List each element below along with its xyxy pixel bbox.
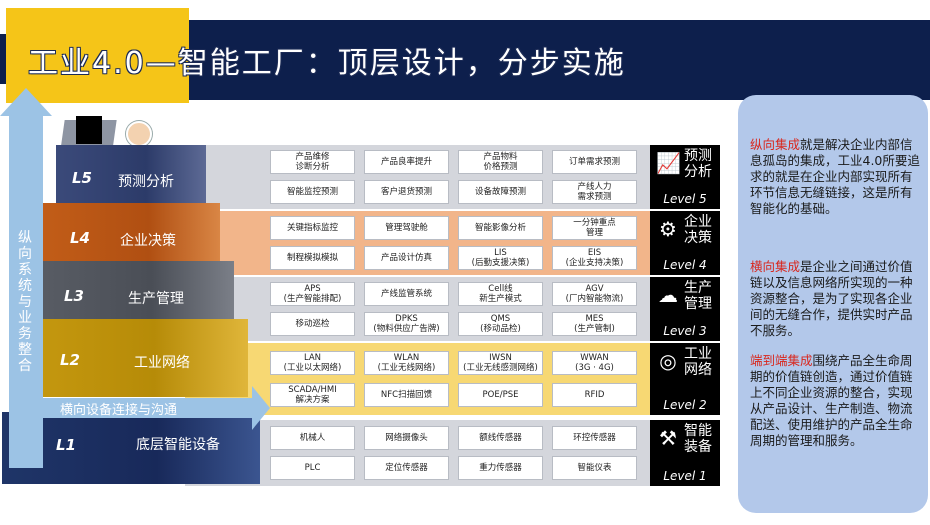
level-side-label-1: ⚒ 智能装备 Level 1 — [650, 420, 720, 486]
capability-box: 产线监管系统 — [364, 282, 449, 307]
title-yellow-block — [6, 8, 189, 103]
capability-box: 制程模拟模拟 — [270, 245, 355, 270]
capability-box: LAN (工业以太网络) — [270, 351, 355, 375]
side-level: Level 3 — [663, 324, 707, 338]
pyramid-step-l4: L4 企业决策 — [42, 203, 220, 261]
tower-screen-icon — [76, 116, 102, 144]
side-level: Level 5 — [663, 192, 707, 206]
capability-box: EIS (企业支持决策) — [552, 245, 637, 270]
capability-box: NFC扫描回馈 — [364, 383, 449, 407]
vertical-arrow-label: 纵向系统与业务整合 — [18, 230, 32, 374]
highlight-term: 横向集成 — [750, 259, 801, 274]
pyramid-level-name: 生产管理 — [128, 291, 184, 307]
capability-box: WWAN (3G · 4G) — [552, 351, 637, 375]
capability-box: 产品维修 诊断分析 — [270, 150, 355, 175]
pyramid-step-l1: L1 底层智能设备 — [2, 412, 260, 484]
capability-box: 产品物料 价格预测 — [458, 150, 543, 175]
capability-box: 智能监控预测 — [270, 179, 355, 204]
capability-box: 产品设计仿真 — [364, 245, 449, 270]
capability-box: WLAN (工业无线网络) — [364, 351, 449, 375]
capability-box: APS (生产智能排配) — [270, 282, 355, 307]
vertical-arrow-head — [0, 88, 52, 116]
capability-box: AGV (厂内智能物流) — [552, 282, 637, 307]
pyramid-step-l3: L3 生产管理 — [28, 261, 234, 319]
side-level: Level 2 — [663, 398, 707, 412]
head-gear-icon: ⚙ — [659, 217, 677, 241]
capability-box: 客户退货预测 — [364, 179, 449, 204]
panel-paragraph-vertical: 纵向集成就是解决企业内部信息孤岛的集成，工业4.0所要追求的就是在企业内部实现所… — [750, 137, 920, 217]
pyramid-level-label: L2 — [60, 351, 80, 369]
level-side-label-4: ⚙ 企业决策 Level 4 — [650, 211, 720, 275]
panel-paragraph-horizontal: 横向集成是企业之间通过价值链以及信息网络所实现的一种资源整合，是为了实现各企业间… — [750, 259, 920, 339]
capability-box: 移动巡检 — [270, 311, 355, 336]
level-side-label-2: ◎ 工业网络 Level 2 — [650, 343, 720, 415]
capability-box: 关键指标监控 — [270, 216, 355, 241]
pyramid-step-l2: L2 工业网络 — [14, 319, 248, 397]
pyramid-level-name: 企业决策 — [120, 233, 176, 249]
robot-arm-icon: ⚒ — [659, 426, 677, 450]
capability-box: POE/PSE — [458, 383, 543, 407]
capability-box: PLC — [270, 456, 355, 480]
side-title: 工业网络 — [684, 346, 712, 378]
horizontal-arrow — [9, 398, 254, 418]
horizontal-arrow-label: 横向设备连接与沟通 — [60, 403, 178, 418]
capability-box: 管理驾驶舱 — [364, 216, 449, 241]
pyramid-level-label: L4 — [70, 229, 90, 247]
pyramid-level-name: 预测分析 — [118, 174, 174, 190]
capability-box: 智能影像分析 — [458, 216, 543, 241]
capability-box: DPKS (物料供应广告牌) — [364, 311, 449, 336]
capability-box: 额线传感器 — [458, 426, 543, 450]
side-title: 企业决策 — [684, 214, 712, 246]
capability-box: 机械人 — [270, 426, 355, 450]
pyramid-step-l5: L5 预测分析 — [56, 145, 206, 207]
panel-paragraph-end-to-end: 端到端集成围绕产品全生命周期的价值链创造，通过价值链上不同企业资源的整合，实现从… — [750, 353, 920, 449]
capability-box: 环控传感器 — [552, 426, 637, 450]
title-bar — [185, 20, 930, 100]
capability-box: 智能仪表 — [552, 456, 637, 480]
description-panel: 纵向集成就是解决企业内部信息孤岛的集成，工业4.0所要追求的就是在企业内部实现所… — [738, 95, 928, 513]
capability-box: Cell线 新生产模式 — [458, 282, 543, 307]
side-title: 预测分析 — [684, 148, 712, 180]
pyramid-level-name: 工业网络 — [134, 355, 190, 371]
capability-box: 定位传感器 — [364, 456, 449, 480]
capability-box: LIS (后勤支援决策) — [458, 245, 543, 270]
side-title: 智能装备 — [684, 423, 712, 455]
capability-box: 网络摄像头 — [364, 426, 449, 450]
capability-box: IWSN (工业无线感测网络) — [458, 351, 543, 375]
panel-text: 是企业之间通过价值链以及信息网络所实现的一种资源整合，是为了实现各企业间的无缝合… — [750, 259, 913, 338]
capability-box: SCADA/HMI 解决方案 — [270, 383, 355, 407]
level-side-label-3: ☁生产管理 Level 3 — [650, 277, 720, 341]
highlight-term: 端到端集成 — [750, 353, 813, 368]
capability-box: 产品良率提升 — [364, 150, 449, 175]
panel-text: 就是解决企业内部信息孤岛的集成，工业4.0所要追求的就是在企业内部实现所有环节信… — [750, 137, 920, 216]
chart-monitor-icon: 📈 — [656, 151, 681, 175]
pyramid-level-label: L5 — [72, 169, 92, 187]
capability-box: 产线人力 需求预测 — [552, 179, 637, 204]
capability-box: RFID — [552, 383, 637, 407]
level-side-label-5: 📈预测分析 Level 5 — [650, 145, 720, 209]
capability-box: 一分钟重点 管理 — [552, 216, 637, 241]
pyramid-level-label: L1 — [56, 436, 76, 454]
capability-box: QMS (移动品检) — [458, 311, 543, 336]
avatar-icon — [126, 121, 152, 147]
capability-box: 订单需求预测 — [552, 150, 637, 175]
page-title: 工业4.0—智能工厂：顶层设计，分步实施 — [28, 46, 626, 81]
pyramid-level-name: 底层智能设备 — [136, 437, 220, 453]
capability-box: 重力传感器 — [458, 456, 543, 480]
title-accent — [0, 34, 6, 84]
cloud-gear-icon: ☁ — [658, 283, 678, 307]
horizontal-arrow-head — [252, 386, 270, 430]
globe-icon: ◎ — [659, 349, 677, 373]
side-level: Level 4 — [663, 258, 707, 272]
pyramid-level-label: L3 — [64, 287, 84, 305]
side-title: 生产管理 — [684, 280, 712, 312]
capability-box: MES (生产管制) — [552, 311, 637, 336]
highlight-term: 纵向集成 — [750, 137, 801, 152]
side-level: Level 1 — [663, 469, 707, 483]
capability-box: 设备故障预测 — [458, 179, 543, 204]
panel-text: 围绕产品全生命周期的价值链创造，通过价值链上不同企业资源的整合，实现从产品设计、… — [750, 353, 913, 448]
